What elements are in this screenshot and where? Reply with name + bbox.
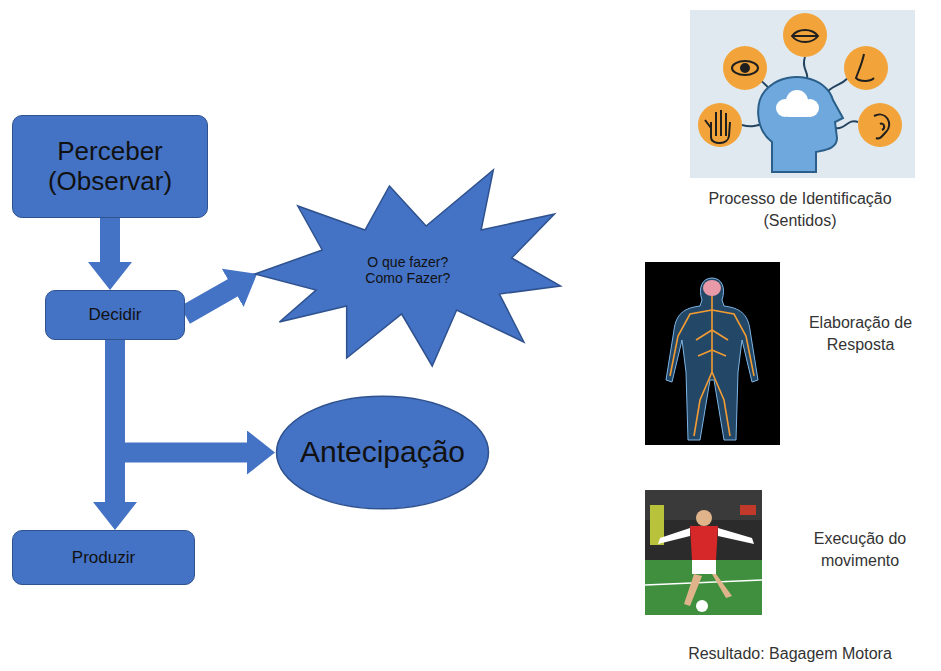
block-arrow <box>100 218 120 270</box>
node-text: Perceber (Observar) <box>25 137 195 197</box>
burst-shape <box>255 170 561 366</box>
senses-illustration <box>690 10 915 178</box>
node-text: O que fazer? Como Fazer? <box>353 254 463 286</box>
process-box: Produzir <box>12 530 195 585</box>
picture-caption: Execução do movimento <box>795 528 925 572</box>
block-arrow <box>185 284 240 315</box>
process-box: Perceber (Observar) <box>12 115 208 218</box>
nervous-system-illustration <box>645 262 780 445</box>
picture-caption: Resultado: Bagagem Motora <box>640 643 940 665</box>
picture-caption: Elaboração de Resposta <box>798 312 923 356</box>
node-text: Decidir <box>89 305 142 325</box>
question-burst: O que fazer? Como Fazer? <box>255 170 561 370</box>
process-box: Decidir <box>45 290 185 340</box>
ellipse-shape <box>277 396 489 509</box>
anticipation-ellipse: Antecipação <box>275 395 490 510</box>
football-photo <box>645 490 762 615</box>
picture-caption: Processo de Identificação (Sentidos) <box>685 188 915 232</box>
node-text: Produzir <box>72 548 135 568</box>
block-arrow <box>115 340 255 453</box>
node-text: Antecipação <box>300 435 465 470</box>
